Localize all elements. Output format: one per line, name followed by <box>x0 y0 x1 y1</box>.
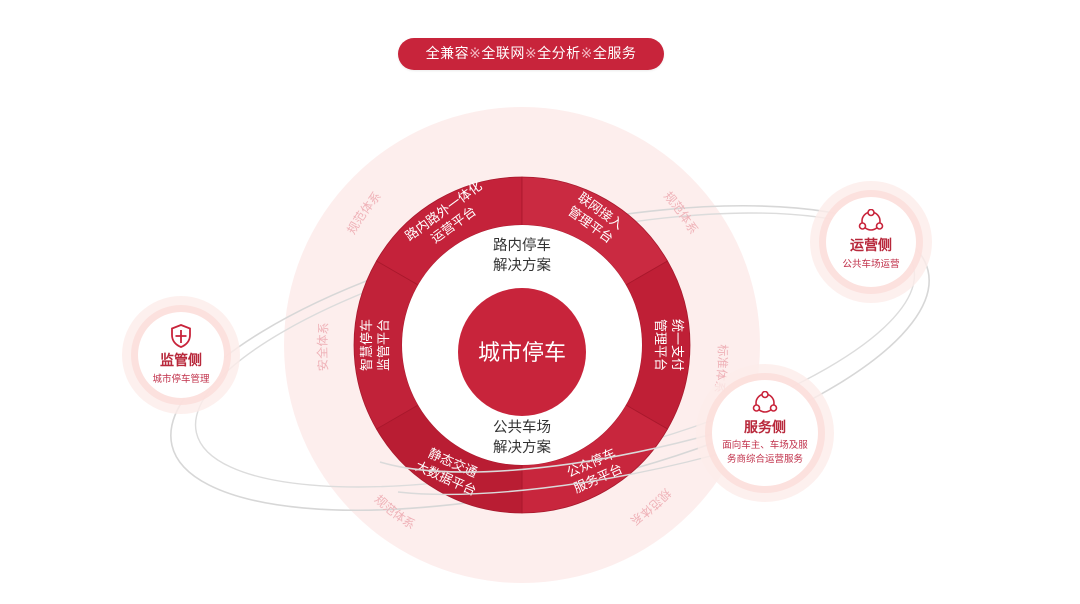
platform-label-line: 智慧停车 <box>359 319 375 371</box>
shield-icon <box>171 324 191 348</box>
pill-text-3: 全分析 <box>537 46 581 62</box>
supervision-subtitle: 城市停车管理 <box>152 374 210 385</box>
platform-label: 统一支付管理平台 <box>652 319 684 371</box>
center-title: 城市停车 <box>478 341 566 366</box>
public-lot-solution-label-2: 解决方案 <box>493 438 551 456</box>
platform-label-line: 统一支付 <box>669 319 684 371</box>
pill-text-4: 全服务 <box>592 46 637 62</box>
service-side-node: 服务侧 面向车主、车场及服 务商综合运营服务 <box>712 380 818 486</box>
people-network-icon <box>752 391 778 413</box>
supervision-side-node: 监管侧 城市停车管理 <box>138 312 224 398</box>
operation-subtitle: 公共车场运营 <box>842 259 900 270</box>
service-subtitle-line-2: 务商综合运营服务 <box>726 454 803 465</box>
service-title: 服务侧 <box>744 420 786 436</box>
people-network-icon <box>858 209 884 231</box>
public-lot-solution-label-1: 公共车场 <box>493 419 551 436</box>
supervision-title: 监管侧 <box>160 353 202 369</box>
center-disc <box>458 288 586 416</box>
pill-separator: ※ <box>524 46 538 62</box>
service-subtitle-line-1: 面向车主、车场及服 <box>722 440 808 451</box>
platform-label: 智慧停车监管平台 <box>359 319 392 371</box>
orbit-front-arc <box>379 431 721 473</box>
platform-label-line: 监管平台 <box>377 319 392 371</box>
roadside-solution-label-1: 路内停车 <box>493 237 551 254</box>
pill-text-1: 全兼容 <box>425 46 470 62</box>
orbit-front-arc <box>397 447 741 496</box>
pill-separator: ※ <box>469 46 482 62</box>
capability-pill: 全兼容※全联网※全分析※全服务 <box>398 38 664 70</box>
operation-side-node: 运营侧 公共车场运营 <box>826 197 916 287</box>
platform-label-line: 管理平台 <box>652 319 667 371</box>
operation-title: 运营侧 <box>850 238 892 254</box>
pill-text-2: 全联网 <box>481 46 525 62</box>
roadside-solution-label-2: 解决方案 <box>493 256 551 274</box>
pill-separator: ※ <box>580 46 593 62</box>
